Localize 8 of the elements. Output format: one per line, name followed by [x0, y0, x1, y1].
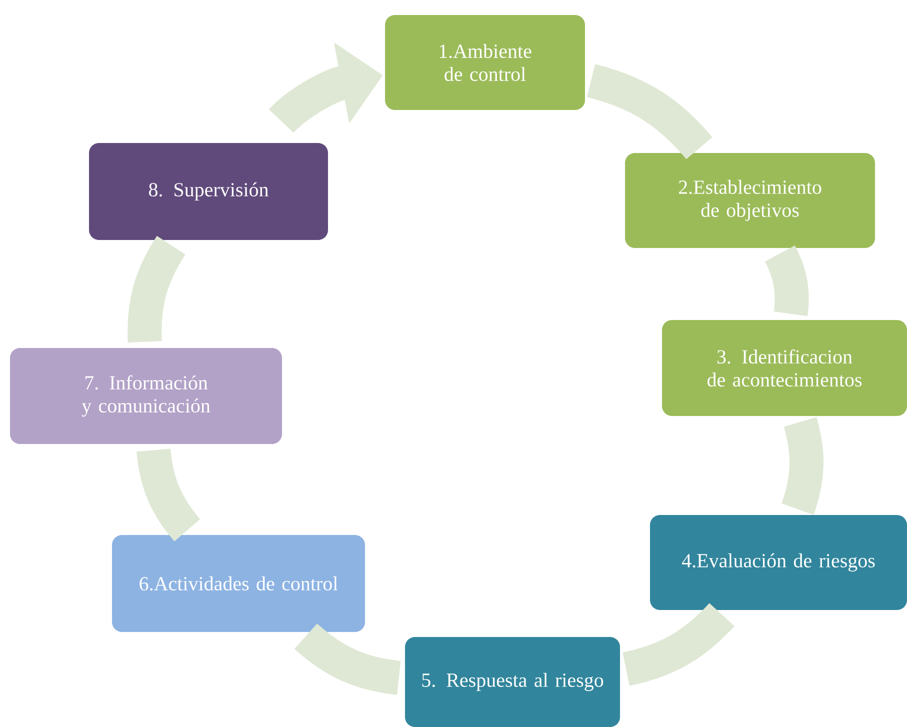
process-box: 5. Respuesta al riesgo	[405, 636, 620, 727]
process-box: 7. Información y comunicación	[10, 348, 282, 444]
process-box: 1.Ambiente de control	[385, 14, 585, 110]
process-box: 3. Identificacion de acontecimientos	[662, 320, 907, 416]
process-box: 4.Evaluación de riesgos	[650, 514, 907, 610]
process-box: 2.Establecimiento de objetivos	[625, 152, 875, 248]
process-box: 8. Supervisión	[89, 142, 328, 240]
process-box: 6.Actividades de control	[112, 534, 365, 632]
